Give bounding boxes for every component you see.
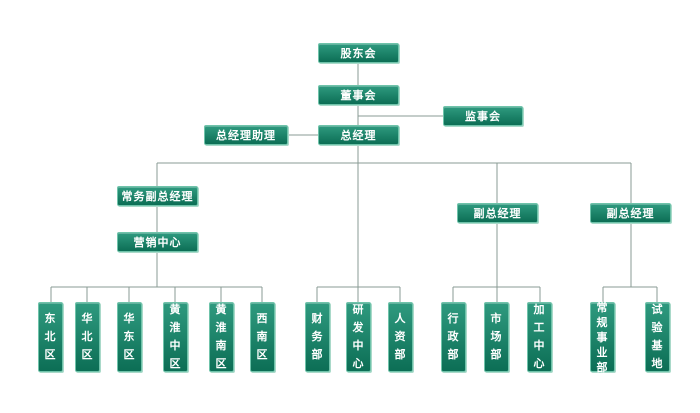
region-huanghuai-south: 黄淮南区 — [209, 302, 234, 372]
dept-label: 行政部 — [447, 312, 459, 361]
region-label: 西南区 — [256, 312, 268, 361]
dept-label: 财务部 — [311, 312, 323, 361]
board-box: 董事会 — [318, 85, 399, 105]
dept-label: 加工中心 — [533, 303, 545, 370]
region-label: 黄淮南区 — [215, 303, 227, 370]
region-xinan: 西南区 — [250, 302, 275, 372]
region-label: 华北区 — [81, 312, 93, 361]
exec-vp-box: 常务副总经理 — [117, 186, 198, 206]
region-label: 黄淮中区 — [169, 303, 181, 370]
dept-hr: 人资部 — [388, 302, 413, 372]
dept-processing-center: 加工中心 — [527, 302, 552, 372]
dept-label: 人资部 — [394, 312, 406, 361]
gm-box: 总经理 — [318, 125, 399, 145]
vp-b-box: 副总经理 — [590, 203, 671, 223]
region-huabei: 华北区 — [75, 302, 100, 372]
shareholders-box: 股东会 — [318, 43, 399, 63]
dept-marketing: 市场部 — [484, 302, 509, 372]
dept-label: 常规事业部 — [596, 300, 608, 374]
vp-a-box: 副总经理 — [457, 203, 538, 223]
dept-regular-business: 常规事业部 — [590, 300, 615, 374]
dept-label: 市场部 — [490, 312, 502, 361]
dept-finance: 财务部 — [305, 302, 330, 372]
supervisors-box: 监事会 — [443, 106, 523, 126]
dept-admin: 行政部 — [441, 302, 466, 372]
dept-label: 研发中心 — [352, 303, 364, 370]
region-huanghuai-central: 黄淮中区 — [163, 302, 188, 372]
dept-label: 试验基地 — [651, 303, 663, 370]
region-label: 东北区 — [44, 312, 56, 361]
marketing-center-box: 营销中心 — [117, 232, 198, 252]
gm-assistant-box: 总经理助理 — [204, 125, 288, 145]
region-label: 华东区 — [123, 312, 135, 361]
dept-rnd-center: 研发中心 — [346, 302, 371, 372]
region-huadong: 华东区 — [117, 302, 142, 372]
region-dongbei: 东北区 — [38, 302, 63, 372]
dept-test-base: 试验基地 — [645, 302, 670, 372]
